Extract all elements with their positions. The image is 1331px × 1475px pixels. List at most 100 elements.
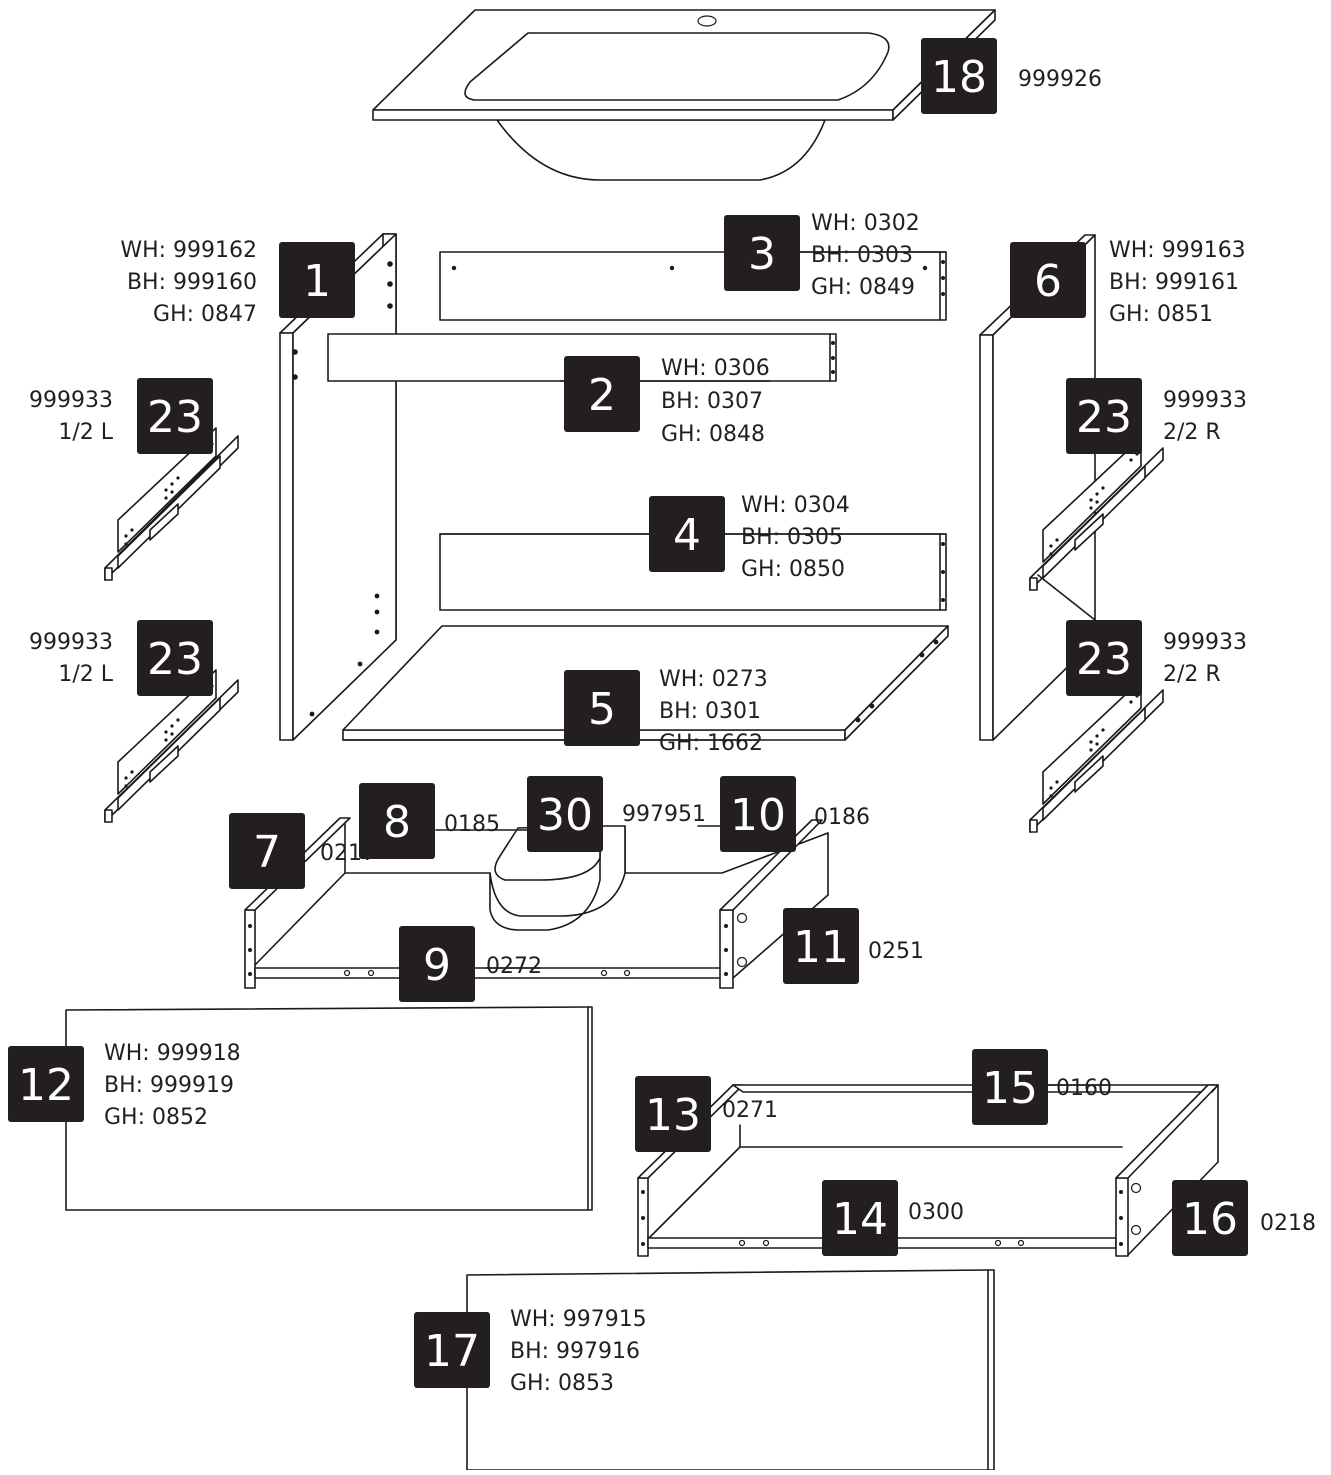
part-callout-23: 23 999933 1/2 L [29,620,213,696]
part-code-line: WH: 0273 [659,667,768,692]
part-code-line: BH: 997916 [510,1339,640,1364]
drawer-slide-rail-drawing [1029,437,1164,591]
part-code-line: 999926 [1018,67,1102,92]
part-code-line: 0217 [320,841,376,866]
drawer-slide-rail-drawing [1029,679,1164,833]
part-number: 12 [18,1060,74,1111]
part-number-badge [720,776,796,852]
part-code-line: 999933 [29,630,113,655]
part-code-line: 999933 [1163,388,1247,413]
part-code-line: 0251 [868,939,924,964]
part-number-badge [972,1049,1048,1125]
part-number-badge [359,783,435,859]
part-code-line: 1/2 L [58,662,113,687]
part-code-line: WH: 999163 [1109,238,1246,263]
part-code-line: GH: 0850 [741,557,845,582]
part-code-line: 0160 [1056,1076,1112,1101]
part-code-line: WH: 0304 [741,493,850,518]
part-number: 3 [748,229,776,280]
part-callout-30: 30 997951 [527,776,706,852]
part-callout-16: 16 0218 [1172,1180,1316,1256]
part-code-line: WH: 0306 [661,356,770,381]
part-callout-18: 18 999926 [921,38,1102,114]
part-number-badge [822,1180,898,1256]
part-code-line: 999933 [29,388,113,413]
part-number-badge [137,620,213,696]
part-number: 30 [537,790,593,841]
part-callout-23: 23 999933 1/2 L [29,378,213,454]
part-code-line: WH: 999162 [120,238,257,263]
part-number-badge [1066,378,1142,454]
part-number-badge [527,776,603,852]
part-code-line: 2/2 R [1163,420,1221,445]
part-code-line: GH: 0851 [1109,302,1213,327]
part-number-badge [1010,242,1086,318]
part-number-badge [1172,1180,1248,1256]
part-number: 13 [645,1090,701,1141]
part-code-line: BH: 0301 [659,699,761,724]
part-number-badge [137,378,213,454]
part-number-badge [229,813,305,889]
part-number: 18 [931,52,987,103]
part-code-line: 2/2 R [1163,662,1221,687]
part-number: 9 [423,940,451,991]
part-number: 23 [147,634,203,685]
part-number-badge [399,926,475,1002]
part-code-line: 0272 [486,954,542,979]
part-number: 16 [1182,1194,1238,1245]
part-code-line: 0186 [814,805,870,830]
part-number: 1 [303,256,331,307]
part-number: 8 [383,797,411,848]
part-number: 2 [588,370,616,421]
part-code-line: 0300 [908,1200,964,1225]
part-code-line: BH: 999919 [104,1073,234,1098]
part-number: 11 [793,922,849,973]
part-code-line: GH: 0848 [661,422,765,447]
drawer-front-panel-drawing [65,1006,593,1211]
washbasin-drawing [372,9,996,181]
part-number-badge [635,1076,711,1152]
part-code-line: 0218 [1260,1211,1316,1236]
lower-drawer-front-panel-drawing [466,1269,995,1471]
part-number-badge [921,38,997,114]
part-code-line: BH: 999161 [1109,270,1239,295]
part-number: 23 [1076,634,1132,685]
bottom-shelf-drawing [342,625,949,741]
part-number: 17 [424,1326,480,1377]
part-code-line: GH: 1662 [659,731,763,756]
part-number-badge [783,908,859,984]
part-code-line: GH: 0852 [104,1105,208,1130]
part-number-badge [8,1046,84,1122]
part-code-line: WH: 997915 [510,1307,647,1332]
part-code-line: BH: 0307 [661,389,763,414]
part-code-line: GH: 0847 [153,302,257,327]
part-code-line: BH: 999160 [127,270,257,295]
part-code-line: BH: 0305 [741,525,843,550]
part-code-line: WH: 0302 [811,211,920,236]
part-number: 5 [588,684,616,735]
part-number: 23 [147,392,203,443]
part-number-badge [279,242,355,318]
part-code-line: GH: 0853 [510,1371,614,1396]
part-callout-11: 11 0251 [783,908,924,984]
part-code-line: 1/2 L [58,420,113,445]
part-code-line: 997951 [622,802,706,827]
part-number-badge [724,215,800,291]
part-number-badge [649,496,725,572]
part-code-line: 0271 [722,1098,778,1123]
